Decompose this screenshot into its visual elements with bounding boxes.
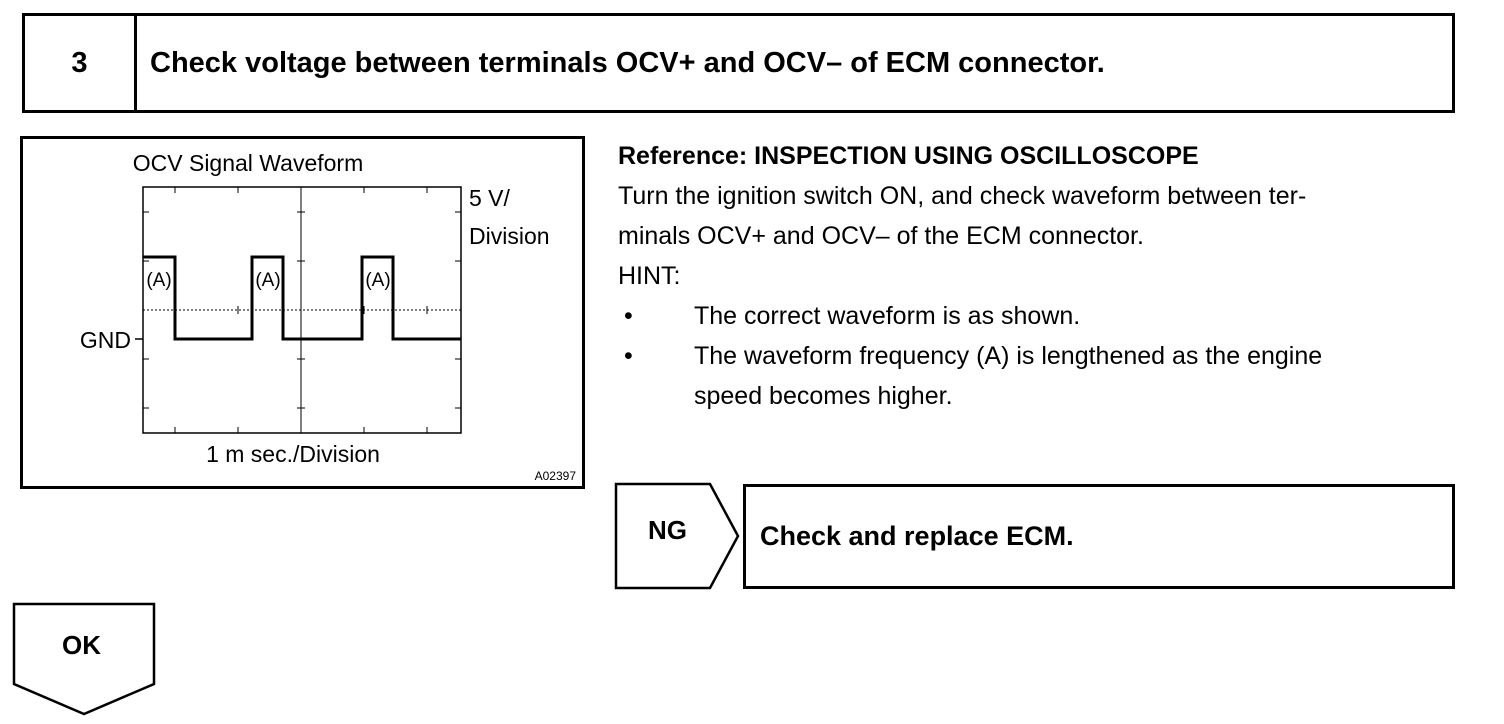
pulse-label-2: (A): [255, 270, 280, 291]
gnd-label: GND: [80, 327, 131, 353]
hint-label: HINT:: [618, 262, 681, 290]
waveform-diagram: OCV Signal Waveform: [80, 150, 577, 483]
step-title: Check voltage between terminals OCV+ and…: [150, 46, 1105, 79]
reference-body-line1: Turn the ignition switch ON, and check w…: [618, 182, 1307, 210]
pulse-label-1: (A): [146, 270, 171, 291]
voltage-scale-line1: 5 V/: [469, 185, 511, 211]
figure-title: OCV Signal Waveform: [133, 150, 364, 176]
step-number: 3: [25, 16, 137, 110]
hint-bullet-1: • The correct waveform is as shown.: [618, 296, 1498, 336]
ng-result-box: Check and replace ECM.: [743, 484, 1455, 589]
bullet-icon: •: [624, 302, 633, 330]
reference-section: Reference: INSPECTION USING OSCILLOSCOPE…: [618, 136, 1498, 416]
hint-bullet-2: • The waveform frequency (A) is lengthen…: [618, 336, 1498, 376]
ocv-waveform: [143, 255, 461, 341]
reference-body-line2: minals OCV+ and OCV– of the ECM connecto…: [618, 222, 1144, 250]
ng-result-text: Check and replace ECM.: [760, 521, 1074, 551]
ng-arrow-icon: [614, 482, 740, 590]
ok-label: OK: [62, 630, 101, 660]
step-header: 3 Check voltage between terminals OCV+ a…: [22, 13, 1455, 113]
ok-arrow-icon: [12, 602, 156, 716]
voltage-scale-line2: Division: [469, 223, 550, 249]
reference-heading: Reference: INSPECTION USING OSCILLOSCOPE: [618, 142, 1199, 170]
ng-label: NG: [648, 515, 687, 545]
scope-screen: [142, 186, 462, 434]
time-scale-label: 1 m sec./Division: [206, 441, 380, 467]
hint-bullet-1-text: The correct waveform is as shown.: [694, 302, 1081, 330]
bullet-icon: •: [624, 342, 633, 370]
hint-bullet-2-continued: speed becomes higher.: [618, 376, 1498, 416]
pulse-label-3: (A): [365, 270, 390, 291]
figure-code: A02397: [535, 469, 577, 483]
hint-bullet-2-text-line1: The waveform frequency (A) is lengthened…: [694, 342, 1323, 370]
waveform-figure: OCV Signal Waveform: [20, 136, 585, 489]
hint-bullet-2-text-line2: speed becomes higher.: [694, 382, 953, 410]
scope-axes: [143, 187, 461, 433]
